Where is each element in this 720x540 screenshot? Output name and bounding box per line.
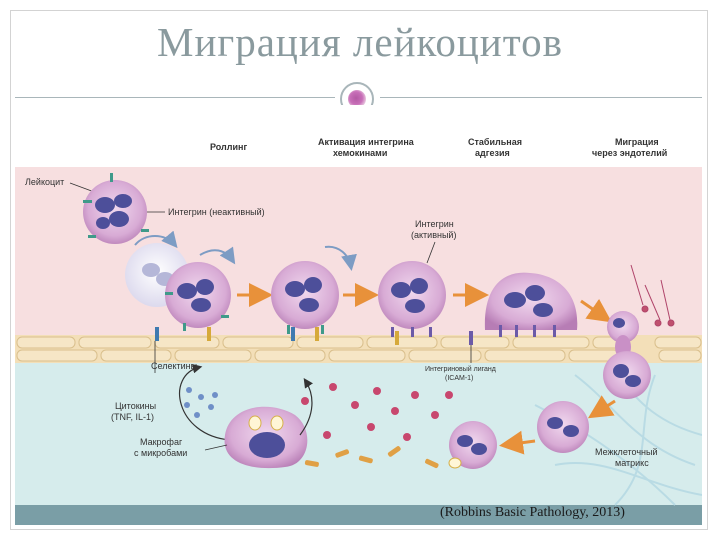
citation: (Robbins Basic Pathology, 2013) — [440, 505, 625, 521]
tissue-area — [15, 363, 702, 525]
macrophage — [225, 407, 308, 468]
leukocyte-tissue-1 — [449, 421, 497, 469]
label-leukocyte: Лейкоцит — [25, 177, 64, 187]
slide-title: Миграция лейкоцитов — [0, 18, 720, 66]
leukocyte-migration-figure: Роллинг Активация интегрина хемокинами С… — [15, 105, 702, 525]
migration-diagram: Роллинг Активация интегрина хемокинами С… — [15, 105, 702, 525]
label-integrin-inactive: Интегрин (неактивный) — [168, 207, 265, 217]
label-cytokines: Цитокины (TNF, IL-1) — [111, 401, 159, 422]
title-divider-right — [380, 97, 702, 98]
label-selectins: Селектины — [151, 361, 197, 371]
stage-heading-rolling: Роллинг — [210, 142, 247, 152]
label-integrin-active: Интегрин (активный) — [411, 219, 456, 240]
endothelium — [15, 335, 702, 363]
title-divider-left — [15, 97, 335, 98]
label-macrophage: Макрофаг с микробами — [134, 437, 187, 458]
leukocyte-tissue-2 — [537, 401, 589, 453]
